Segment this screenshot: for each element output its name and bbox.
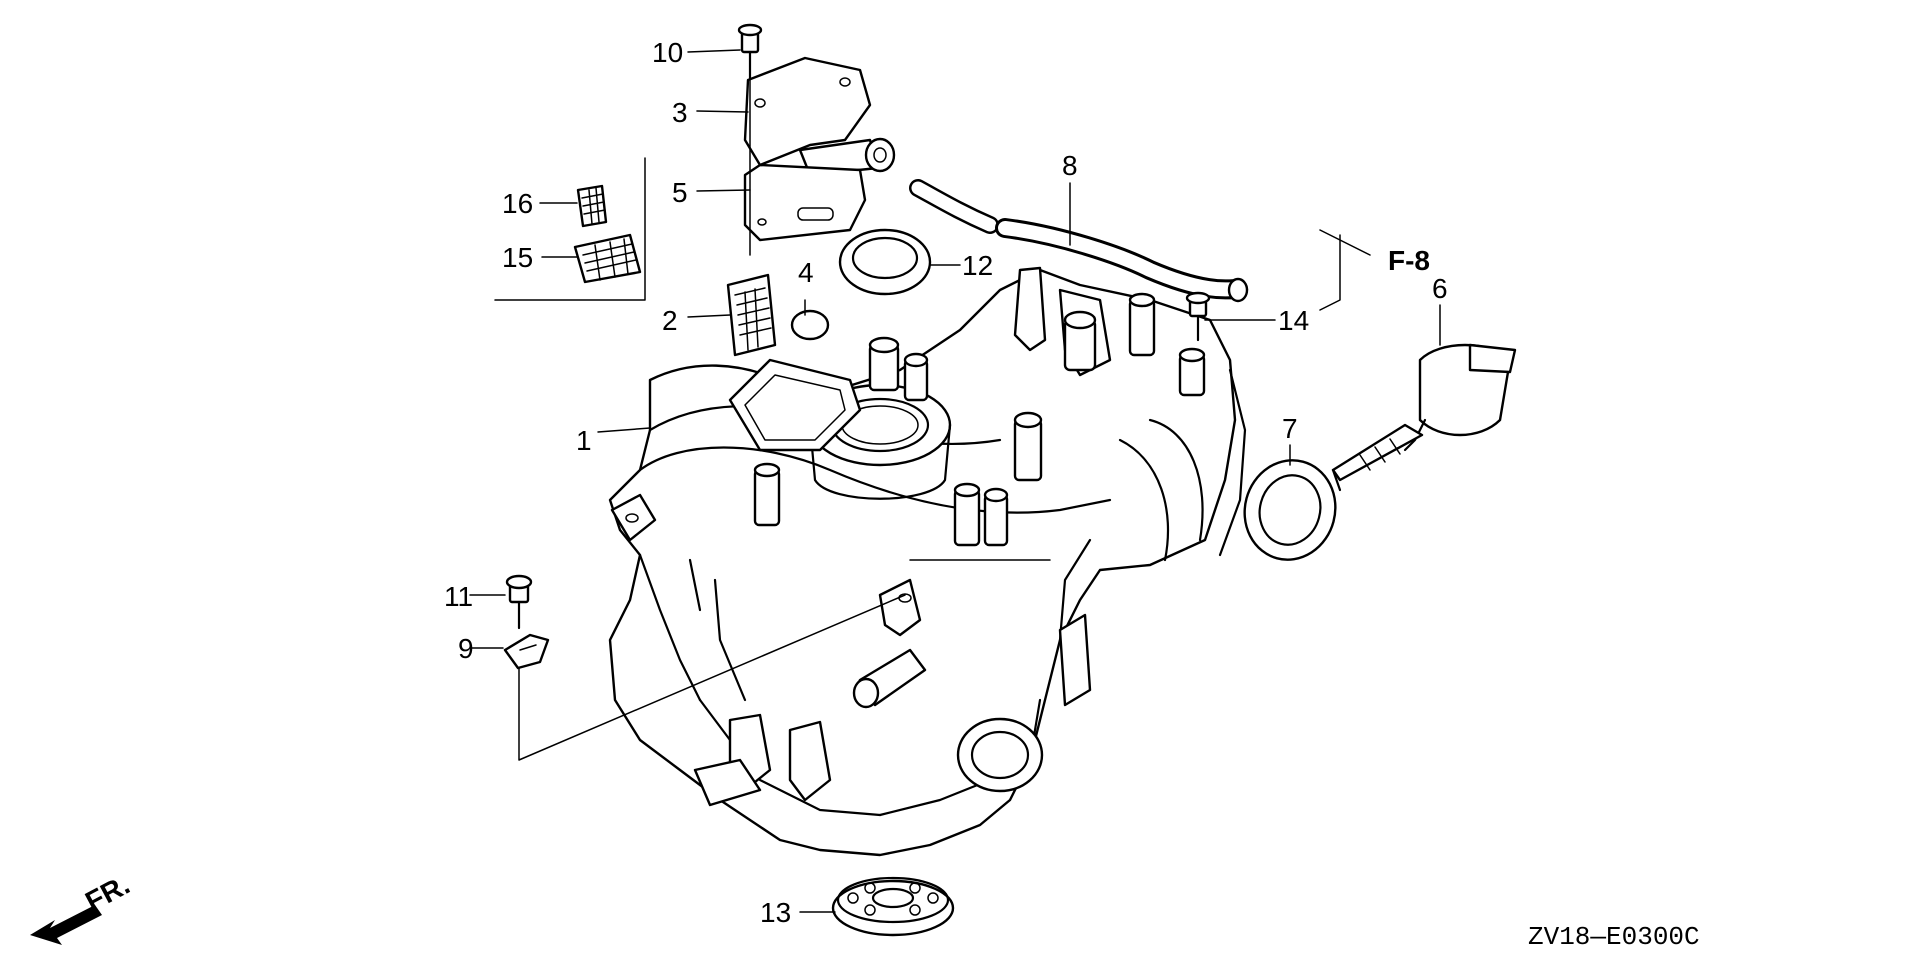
filter-element-drawing (726, 273, 777, 357)
part-label-14: 14 (1278, 305, 1309, 336)
tube-drawing (909, 179, 1249, 303)
ring-seal-drawing (838, 228, 932, 296)
bolt-14-drawing (1185, 291, 1211, 342)
part-label-1: 1 (576, 425, 592, 456)
part-label-15: 15 (502, 242, 533, 273)
crankcase-cover-drawing (608, 266, 1247, 857)
part-label-3: 3 (672, 97, 688, 128)
gasket-plate-drawing (743, 163, 867, 242)
plug-drawing (790, 309, 830, 341)
part-label-16: 16 (502, 188, 533, 219)
clip-9-drawing (503, 633, 550, 670)
part-label-11: 11 (444, 581, 473, 612)
part-label-6: 6 (1432, 273, 1448, 304)
part-label-13: 13 (760, 897, 791, 928)
filter-15-drawing (573, 233, 642, 284)
part-label-8: 8 (1062, 150, 1078, 181)
leader-lines (469, 49, 1441, 913)
front-arrow-icon (30, 905, 102, 945)
part-label-2: 2 (662, 305, 678, 336)
part-label-5: 5 (672, 177, 688, 208)
part-label-4: 4 (798, 257, 814, 288)
filter-16-drawing (576, 184, 608, 228)
part-label-12: 12 (962, 250, 993, 281)
dipstick-cap-drawing (1331, 343, 1517, 492)
bolt-10-drawing (737, 23, 763, 80)
reference-label: F-8 (1388, 245, 1430, 276)
bearing-13-drawing (831, 876, 955, 937)
part-label-9: 9 (458, 633, 474, 664)
bolt-11-drawing (505, 574, 533, 630)
part-label-7: 7 (1282, 413, 1298, 444)
part-label-10: 10 (652, 37, 683, 68)
breather-cover-drawing (743, 56, 896, 177)
drawing-code: ZV18—E0300C (1528, 922, 1700, 952)
washer-7-drawing (1243, 459, 1337, 561)
